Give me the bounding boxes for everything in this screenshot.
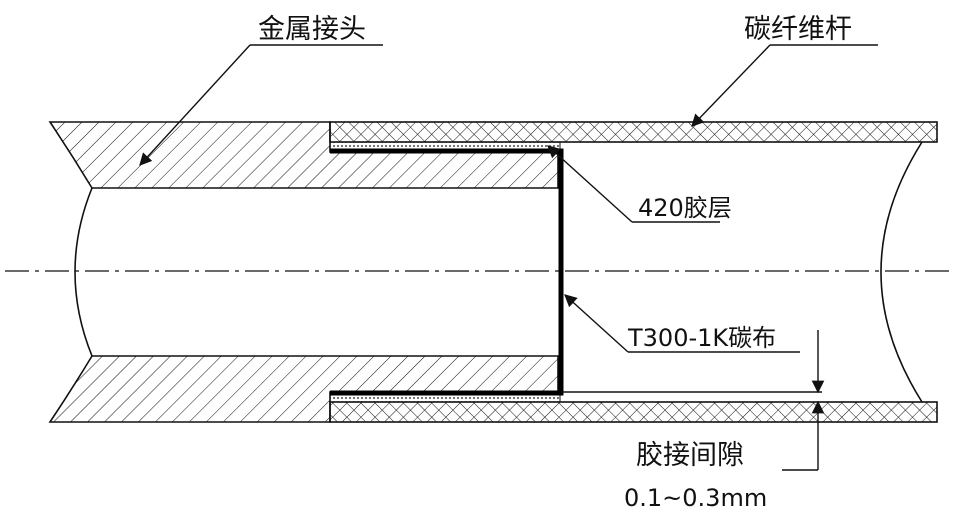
leader-carbon-rod xyxy=(691,44,878,127)
leader-metal-joint xyxy=(139,44,383,166)
carbon-rod-bore-right-edge xyxy=(880,141,923,403)
carbon-cloth-layer xyxy=(330,148,564,396)
metal-joint-section xyxy=(48,121,559,423)
label-adhesive-layer: 420胶层 xyxy=(638,194,732,222)
leader-adhesive-layer xyxy=(547,145,720,223)
label-bond-gap-value: 0.1~0.3mm xyxy=(624,484,767,512)
metal-joint-bore-left-edge xyxy=(74,187,93,357)
carbon-fiber-rod-section xyxy=(329,121,938,423)
label-metal-joint: 金属接头 xyxy=(258,14,366,45)
leader-carbon-cloth xyxy=(564,294,800,353)
label-bond-gap-title: 胶接间隙 xyxy=(636,440,744,471)
label-carbon-cloth: T300-1K碳布 xyxy=(627,324,776,352)
dimension-bond-gap xyxy=(782,330,825,471)
label-carbon-rod: 碳纤维杆 xyxy=(744,14,852,45)
